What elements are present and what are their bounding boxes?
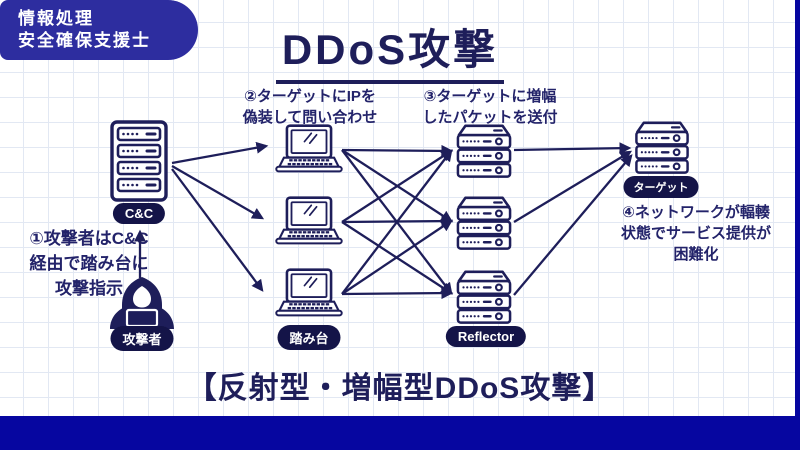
reflector-server-icon xyxy=(456,270,512,324)
laptop-icon xyxy=(275,268,343,317)
badge-line-1: 情報処理 xyxy=(18,9,94,28)
reflector-server-icon xyxy=(456,196,512,250)
step2-annotation: ②ターゲットにIPを 偽装して問い合わせ xyxy=(242,88,378,126)
target-label: ターゲット xyxy=(623,176,699,198)
cnc-label: C&C xyxy=(112,203,166,224)
stepping-stone-label: 踏み台 xyxy=(277,325,341,350)
page-title: DDoS攻撃 xyxy=(205,16,575,84)
reflector-server-icon xyxy=(456,124,512,178)
bottom-frame-bar xyxy=(0,416,800,450)
badge-line-2: 安全確保支援士 xyxy=(18,31,151,50)
diagram-caption: 【反射型・増幅型DDoS攻撃】 xyxy=(186,372,614,405)
step3-annotation: ③ターゲットに増幅 したパケットを送付 xyxy=(422,88,558,126)
laptop-icon xyxy=(275,196,343,245)
step1-annotation: ①攻撃者はC&C 経由で踏み台に 攻撃指示 xyxy=(29,229,149,298)
attacker-icon xyxy=(110,277,174,332)
laptop-icon xyxy=(275,124,343,173)
reflector-label: Reflector xyxy=(445,326,527,347)
target-server-icon xyxy=(635,121,689,174)
attacker-label: 攻撃者 xyxy=(110,326,174,351)
step4-annotation: ④ネットワークが輻輳 状態でサービス提供が 困難化 xyxy=(620,204,771,263)
certification-badge: 情報処理 安全確保支援士 xyxy=(0,0,198,60)
right-frame-bar xyxy=(795,0,800,450)
cnc-server-icon xyxy=(110,120,168,202)
